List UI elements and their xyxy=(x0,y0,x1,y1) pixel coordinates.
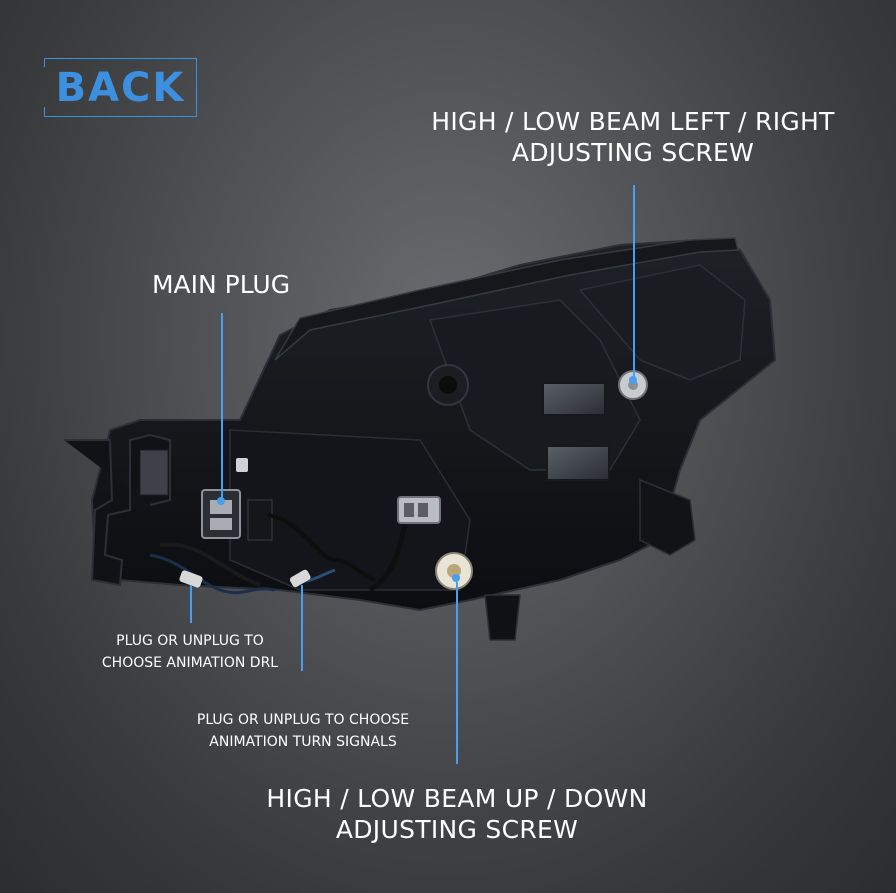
callout-turn-line1: PLUG OR UNPLUG TO CHOOSE xyxy=(196,712,410,728)
callout-drl-line2: CHOOSE ANIMATION DRL xyxy=(101,655,279,671)
callout-up-down-adjust: HIGH / LOW BEAM UP / DOWN ADJUSTING SCRE… xyxy=(232,783,682,845)
callout-drl-line1: PLUG OR UNPLUG TO xyxy=(116,633,264,649)
callout-drl-leader xyxy=(190,585,192,623)
callout-drl: PLUG OR UNPLUG TO CHOOSE ANIMATION DRL xyxy=(84,630,296,674)
callout-up-down-adjust-line2: ADJUSTING SCREW xyxy=(335,815,579,844)
callout-left-right-adjust-leader xyxy=(633,185,635,377)
back-view-badge-text: BACK xyxy=(55,64,186,111)
callout-left-right-adjust-line1: HIGH / LOW BEAM LEFT / RIGHT xyxy=(431,107,835,136)
callout-main-plug-leader xyxy=(221,313,223,501)
callout-main-plug-text: MAIN PLUG xyxy=(151,270,291,299)
callout-up-down-adjust-leader xyxy=(456,582,458,764)
callout-up-down-adjust-line1: HIGH / LOW BEAM UP / DOWN xyxy=(266,784,648,813)
callout-turn-line2: ANIMATION TURN SIGNALS xyxy=(209,734,397,750)
callout-main-plug-dot xyxy=(217,497,225,505)
callout-left-right-adjust-dot xyxy=(629,376,637,384)
back-view-badge: BACK xyxy=(43,58,197,117)
callout-turn-leader xyxy=(301,585,303,671)
callout-turn: PLUG OR UNPLUG TO CHOOSE ANIMATION TURN … xyxy=(172,709,434,753)
callout-left-right-adjust-line2: ADJUSTING SCREW xyxy=(511,138,755,167)
callout-left-right-adjust: HIGH / LOW BEAM LEFT / RIGHT ADJUSTING S… xyxy=(408,106,858,168)
callout-main-plug: MAIN PLUG xyxy=(136,270,306,300)
callout-up-down-adjust-dot xyxy=(452,574,460,582)
